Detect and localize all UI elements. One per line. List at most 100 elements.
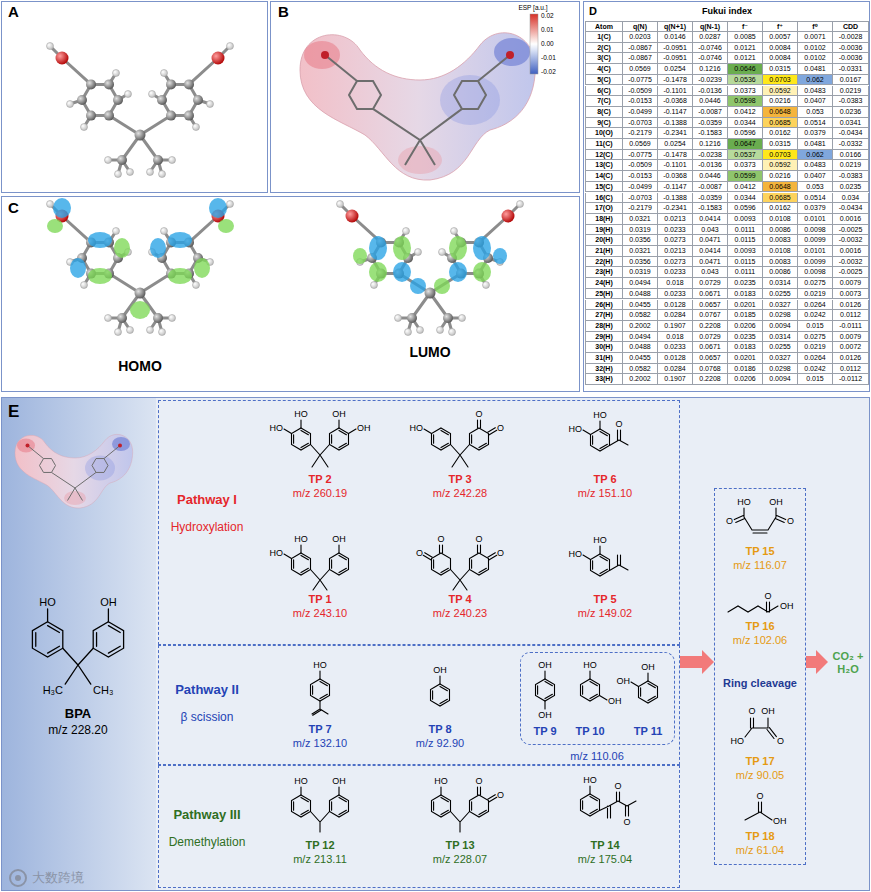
table-cell: -0.0136 <box>693 86 728 97</box>
table-cell: 0.0582 <box>623 364 658 375</box>
table-cell: 16(C) <box>585 193 623 204</box>
arrow-head <box>816 650 828 674</box>
table-cell: 0.053 <box>798 107 833 118</box>
node-text: CO₂ + H₂O <box>828 650 868 675</box>
table-cell: 5(C) <box>585 75 623 86</box>
table-cell: -0.0867 <box>623 53 658 64</box>
ring-cleavage-box: Pathway IIIDemethylationTP 12m/z 213.11T… <box>158 765 680 888</box>
table-cell: 0.0379 <box>798 203 833 214</box>
table-cell: 0.0287 <box>693 32 728 43</box>
table-cell: 0.0216 <box>763 96 798 107</box>
table-cell: -0.0111 <box>833 321 869 332</box>
table-cell: -0.0032 <box>833 257 869 268</box>
table-cell: 0.0356 <box>623 257 658 268</box>
node-text: TP 12 <box>305 839 334 852</box>
node-text: m/z 132.10 <box>293 737 347 750</box>
table-cell: 0.0414 <box>693 214 728 225</box>
table-cell: 0.0327 <box>763 353 798 364</box>
atom-label: HO <box>39 596 56 609</box>
table-cell: 0.0235 <box>728 332 763 343</box>
table-cell: 0.0121 <box>728 53 763 64</box>
table-cell: 0.0115 <box>728 257 763 268</box>
atom-label: HO <box>593 535 607 545</box>
table-cell: -0.0867 <box>623 43 658 54</box>
atom-label: O <box>416 548 423 558</box>
table-cell: 4(C) <box>585 64 623 75</box>
table-cell: 0.0379 <box>798 128 833 139</box>
table-cell: 21(H) <box>585 246 623 257</box>
table-cell: 0.0219 <box>798 342 833 353</box>
table-cell: 0.1216 <box>693 64 728 75</box>
table-cell: 0.0108 <box>763 246 798 257</box>
table-cell: -0.0028 <box>833 32 869 43</box>
table-cell: 0.018 <box>658 332 693 343</box>
node-text: m/z 228.20 <box>48 724 107 738</box>
node-text: TP 3 <box>448 473 471 486</box>
table-cell: 0.0084 <box>763 43 798 54</box>
table-cell: -0.0775 <box>623 75 658 86</box>
arrow-shaft <box>680 656 702 668</box>
table-cell: 0.0671 <box>693 289 728 300</box>
table-cell: -0.0383 <box>833 171 869 182</box>
table-cell: 0.0483 <box>798 86 833 97</box>
atom-label: HO <box>313 660 327 670</box>
table-cell: -0.1583 <box>693 203 728 214</box>
table-cell: 0.0284 <box>658 364 693 375</box>
table-cell: 23(H) <box>585 267 623 278</box>
table-cell: 0.0536 <box>728 75 763 86</box>
table-cell: 0.0219 <box>833 86 869 97</box>
table-cell: 0.0481 <box>798 139 833 150</box>
node-text: 0.02 <box>541 12 554 19</box>
table-cell: 0.1907 <box>658 374 693 385</box>
atom-label: OH <box>357 423 371 433</box>
node-text: TP 17 <box>745 755 774 768</box>
atom-label: O <box>615 419 622 429</box>
table-cell: -0.0509 <box>623 86 658 97</box>
table-cell: f⁺ <box>763 21 798 32</box>
table-cell: 7(C) <box>585 96 623 107</box>
node-text: m/z 243.10 <box>293 607 347 620</box>
table-cell: 0.0233 <box>658 289 693 300</box>
node-text: TP 8 <box>428 723 451 736</box>
table-cell: -0.0025 <box>833 267 869 278</box>
table-cell: 0.0235 <box>728 278 763 289</box>
table-cell: -0.0775 <box>623 150 658 161</box>
reaction-arrow <box>806 650 828 674</box>
table-cell: 0.0111 <box>728 225 763 236</box>
table-cell: 0.0407 <box>798 171 833 182</box>
table-cell: 0.2208 <box>693 321 728 332</box>
node-text: m/z 240.23 <box>433 607 487 620</box>
atom-label: O <box>787 516 794 526</box>
table-cell: 0.0314 <box>763 332 798 343</box>
node-text: A <box>8 3 19 20</box>
atom-label: HO <box>569 424 583 434</box>
table-cell: 0.0455 <box>623 353 658 364</box>
table-cell: -0.2341 <box>658 203 693 214</box>
node-text: m/z 116.07 <box>733 559 787 572</box>
table-cell: 0.0315 <box>763 64 798 75</box>
arrow-head <box>702 650 714 674</box>
atom-label: HO <box>434 776 448 786</box>
table-cell: 0.0284 <box>658 310 693 321</box>
table-cell: 32(H) <box>585 364 623 375</box>
atom-label: OH <box>608 696 622 706</box>
table-cell: 0.0327 <box>763 300 798 311</box>
table-cell: 0.0201 <box>728 300 763 311</box>
table-cell: 28(H) <box>585 321 623 332</box>
table-cell: -0.0238 <box>693 150 728 161</box>
atom-label: OH <box>773 816 787 826</box>
table-cell: 6(C) <box>585 86 623 97</box>
table-cell: 0.0185 <box>728 310 763 321</box>
node-box: CO₂ + H₂O <box>828 648 869 680</box>
table-cell: 0.2002 <box>623 374 658 385</box>
node-text: Hydroxylation <box>171 521 244 535</box>
table-cell: 0.0599 <box>728 171 763 182</box>
table-cell: f⁰ <box>798 21 833 32</box>
watermark: 大数跨境 <box>32 871 84 886</box>
node-text: m/z 151.10 <box>578 487 632 500</box>
atom-label: OH <box>769 497 783 507</box>
table-cell: 0.0671 <box>693 342 728 353</box>
table-cell: 0.0275 <box>798 332 833 343</box>
table-cell: 0.0514 <box>798 118 833 129</box>
table-cell: -0.0368 <box>658 171 693 182</box>
